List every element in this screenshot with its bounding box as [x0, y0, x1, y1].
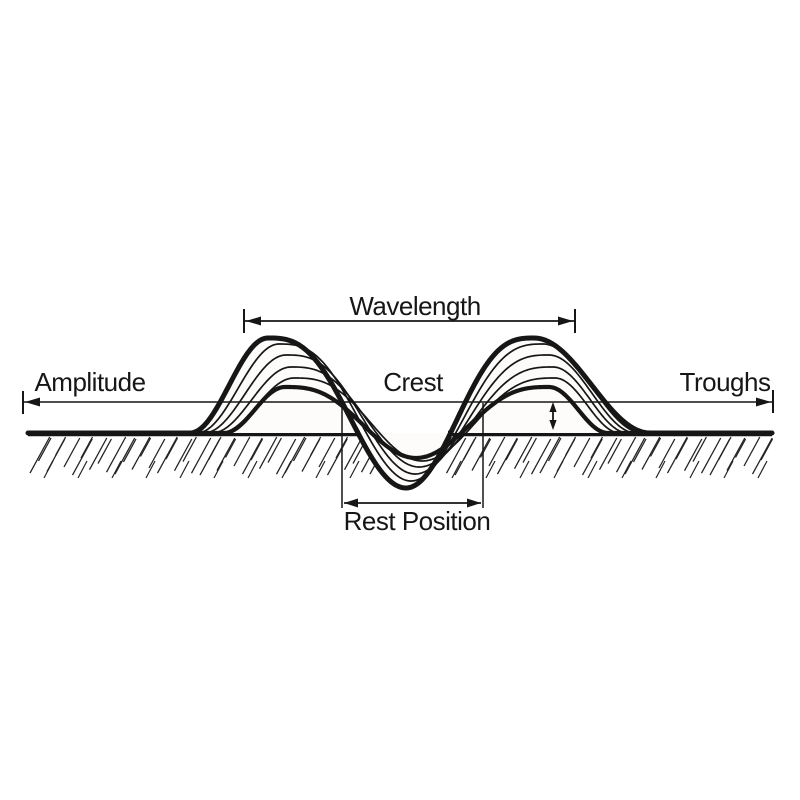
- crest-line-arrowhead-left: [25, 397, 40, 407]
- rest-position-label: Rest Position: [343, 506, 491, 536]
- troughs-label: Troughs: [679, 367, 771, 397]
- wavelength-arrowhead-right: [558, 316, 573, 326]
- amplitude-indicator-arrowhead-top: [549, 402, 557, 412]
- wave-fill: [28, 338, 772, 488]
- rest-position-arrowhead-left: [344, 498, 358, 508]
- wavelength-arrowhead-left: [246, 316, 261, 326]
- dimension-arrows: [22, 309, 774, 508]
- crest-label: Crest: [383, 367, 443, 397]
- amplitude-label: Amplitude: [34, 367, 146, 397]
- wavelength-label: Wavelength: [349, 291, 481, 321]
- dimension-guides: [23, 401, 773, 508]
- rest-position-arrowhead-right: [467, 498, 481, 508]
- crest-line-arrowhead-right: [756, 397, 771, 407]
- wave-curves: [25, 335, 775, 491]
- wave-curve-6: [25, 335, 775, 491]
- amplitude-indicator-arrowhead-bottom: [549, 420, 557, 430]
